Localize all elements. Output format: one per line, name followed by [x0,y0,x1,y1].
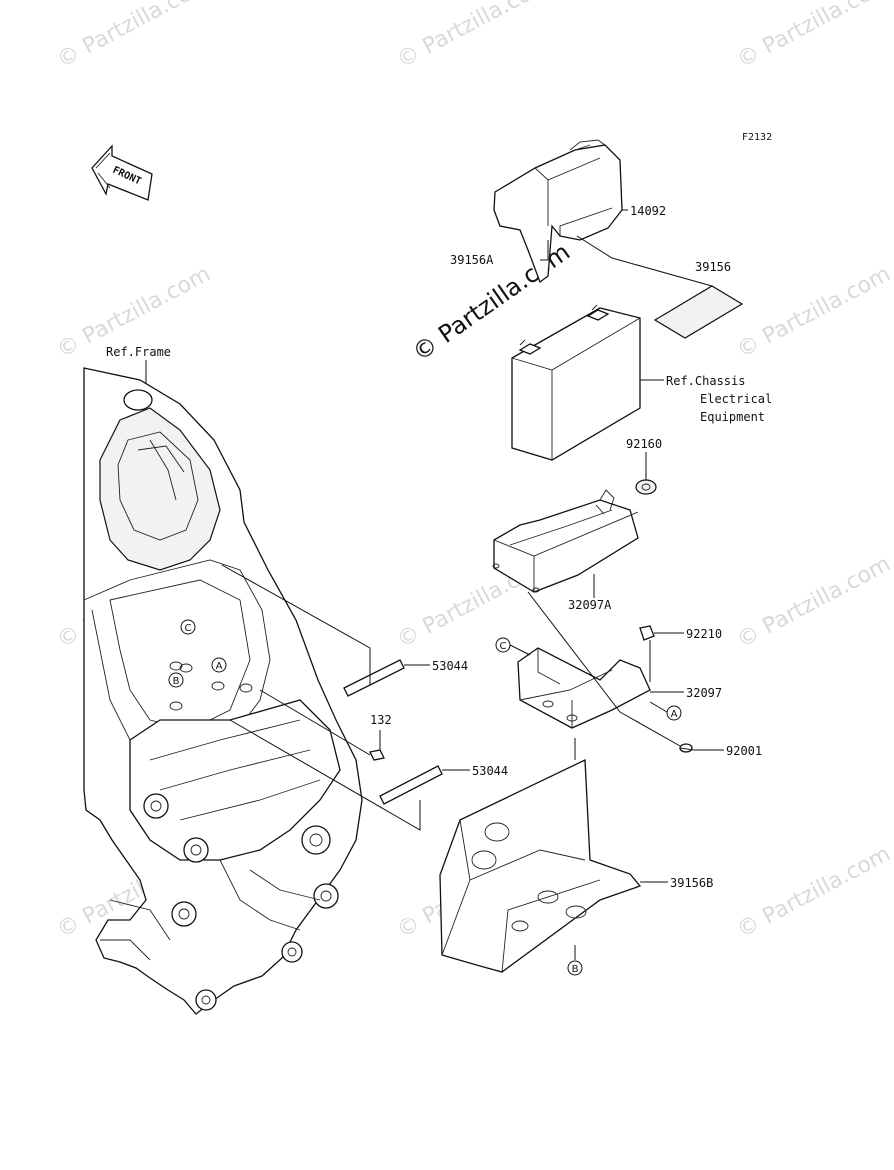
watermark: © Partzilla.com [393,0,555,73]
part-label-92001: 92001 [726,744,762,758]
watermark: © Partzilla.com [733,262,894,364]
rod-53044-upper: 53044 [221,564,468,697]
watermark: © Partzilla.com [733,842,894,944]
part-label-53044-upper: 53044 [432,659,468,673]
pad-39156: 39156 [576,235,744,339]
ref-frame-label: Ref.Frame [106,345,171,359]
callout-c-left-label: C [185,623,192,634]
part-label-14092: 14092 [630,204,666,218]
part-label-39156B: 39156B [670,876,713,890]
ref-chassis-line2: Electrical [700,392,772,406]
bracket-32097: 32097 [517,591,722,729]
diagram-code: F2132 [742,132,772,143]
part-label-92160: 92160 [626,437,662,451]
grommet-92160: 92160 [626,437,662,495]
ref-chassis-line3: Equipment [700,410,765,424]
rubber-pad-39156B: 39156B [439,758,713,973]
callout-b-right: B [567,738,583,976]
callout-b-left-label: B [173,676,180,687]
callout-c-label: C [500,641,507,652]
watermark: © Partzilla.com [733,0,894,73]
battery-cover-14092: 14092 39156A [450,139,666,284]
part-label-92210: 92210 [686,627,722,641]
callout-a-left: A [211,657,227,673]
callout-b-left: B [168,672,184,688]
part-label-39156: 39156 [695,260,731,274]
part-label-32097: 32097 [686,686,722,700]
callout-c-right: C [495,637,531,656]
rod-53044-lower: 53044 [229,719,508,831]
front-arrow-icon: FRONT [91,144,153,201]
frame-assembly: Ref.Frame [83,345,363,1015]
callout-b-label: B [572,964,579,975]
watermark: © Partzilla.com [53,0,215,73]
part-label-132: 132 [370,713,392,727]
bolt-92001: 92001 [619,711,762,758]
callout-a-label: A [671,709,678,720]
part-label-32097A: 32097A [568,598,612,612]
part-label-53044-lower: 53044 [472,764,508,778]
watermark: © Partzilla.com [733,552,894,654]
screw-132: 132 [259,689,392,761]
clip-92210: 92210 [639,625,722,682]
callout-a-right: A [649,701,682,721]
battery: Ref.Chassis Electrical Equipment [511,304,772,461]
battery-case-32097A: 32097A [492,489,639,612]
callout-a-left-label: A [216,661,223,672]
callout-c-left: C [180,619,196,635]
ref-chassis-line1: Ref.Chassis [666,374,745,388]
part-label-39156A: 39156A [450,253,494,267]
